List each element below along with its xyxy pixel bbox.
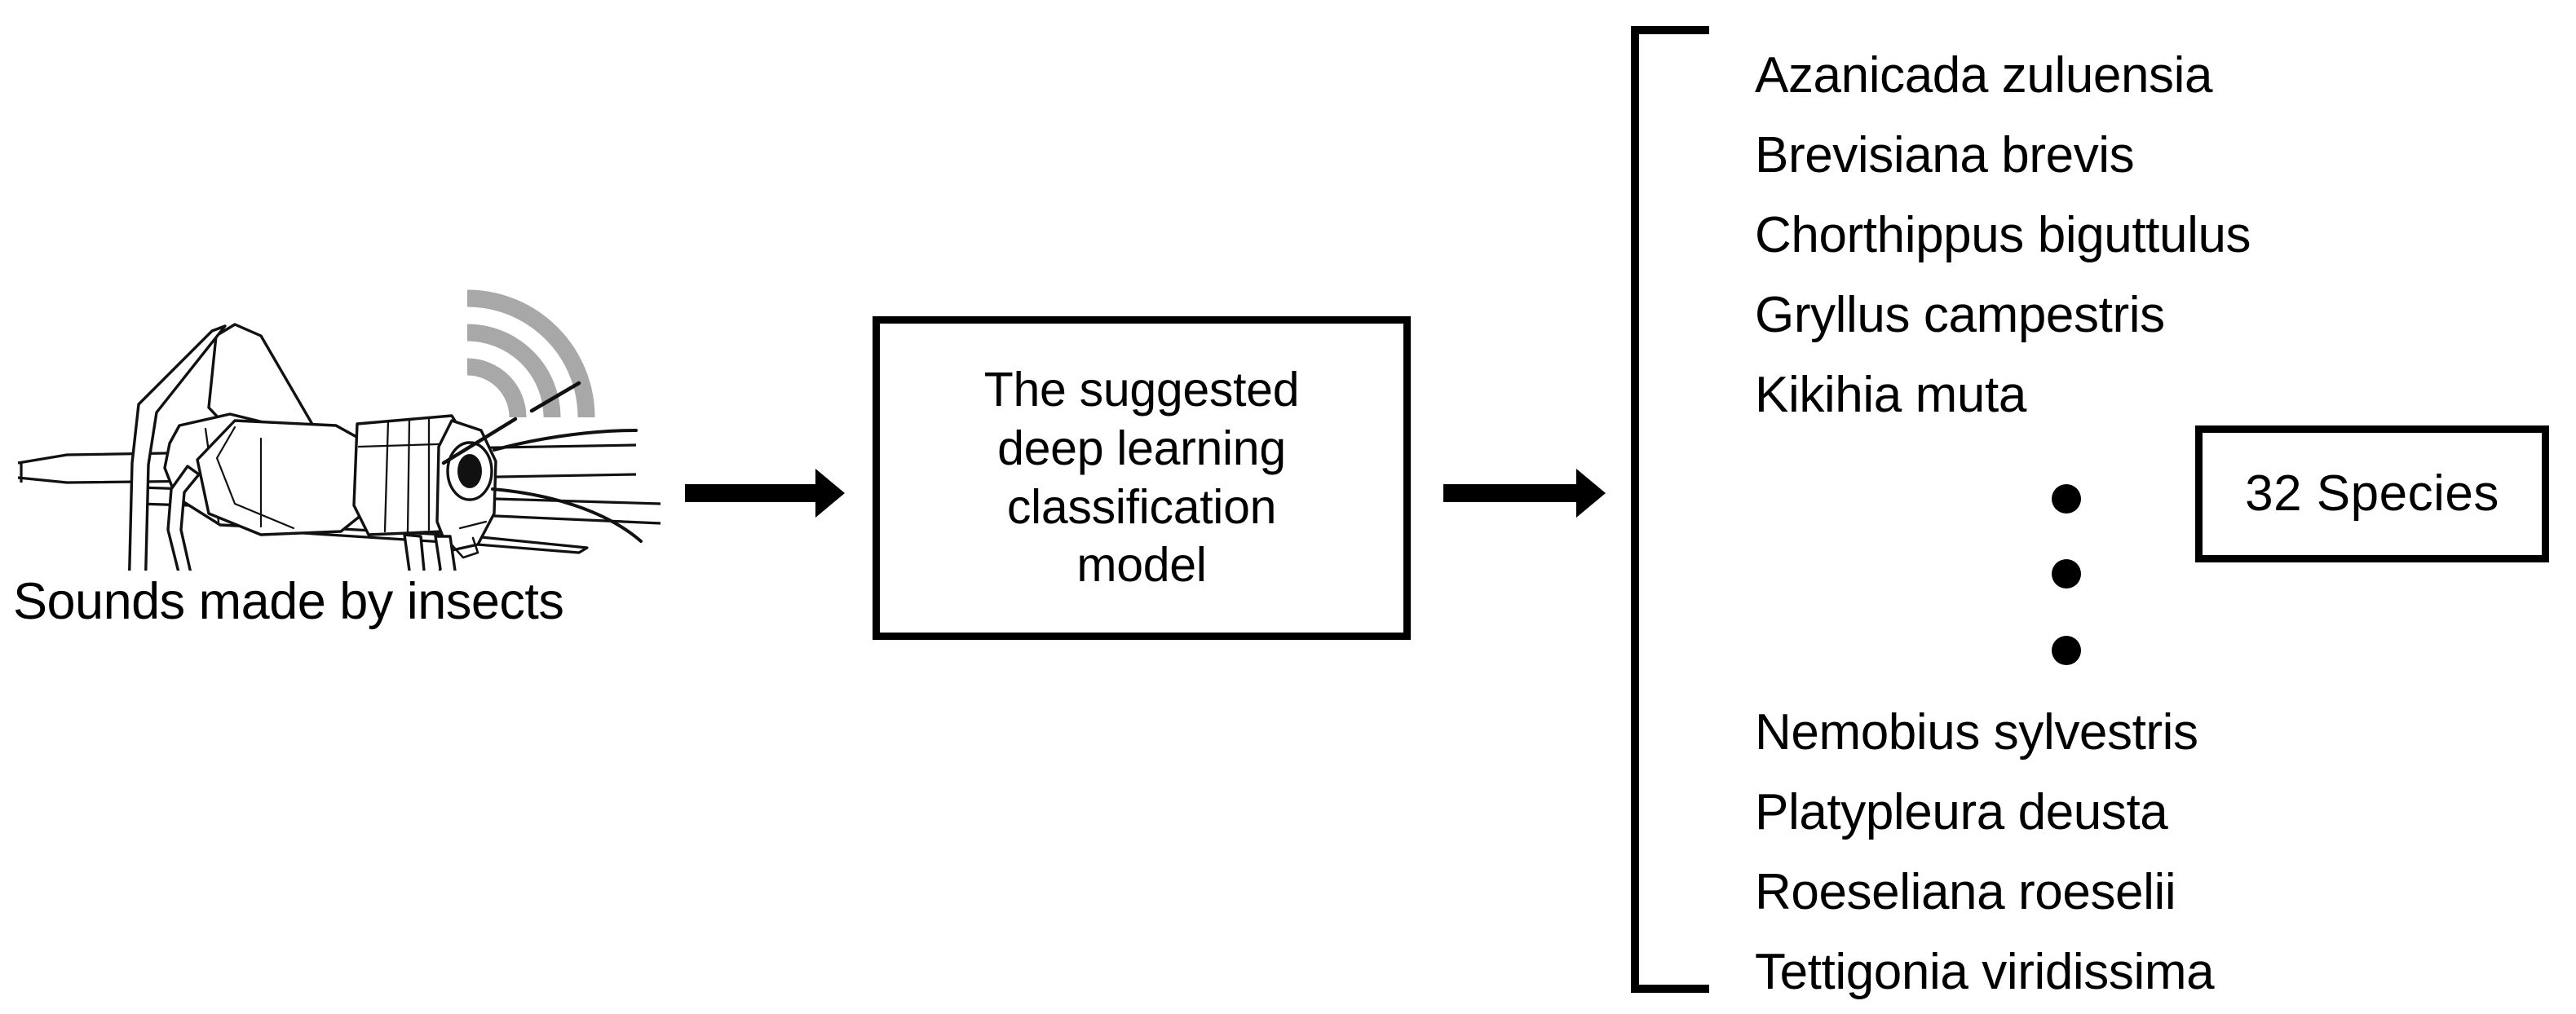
arrow-shaft xyxy=(685,484,820,502)
ellipsis-dot xyxy=(2052,484,2081,514)
cricket-antennae xyxy=(491,429,643,543)
arrow-shaft xyxy=(1443,484,1580,502)
species-item: Brevisiana brevis xyxy=(1755,127,2135,183)
stridulation-line xyxy=(441,381,581,465)
model-box-line: classification xyxy=(1006,479,1277,534)
arrow-model-to-output xyxy=(1443,469,1606,518)
species-count-label: 32 Species xyxy=(2245,465,2499,522)
species-item: Nemobius sylvestris xyxy=(1755,704,2198,760)
arrow-input-to-model xyxy=(685,469,845,518)
vertical-ellipsis xyxy=(2052,484,2089,672)
species-item: Azanicada zuluensia xyxy=(1755,47,2213,104)
species-item: Chorthippus biguttulus xyxy=(1755,207,2251,263)
cricket-eye xyxy=(446,441,493,501)
model-box-line: deep learning xyxy=(997,421,1286,475)
species-list-top: Azanicada zuluensia Brevisiana brevis Ch… xyxy=(1755,36,2489,435)
bracket-arm-top xyxy=(1631,26,1709,34)
ellipsis-dot xyxy=(2052,636,2081,665)
species-item: Kikihia muta xyxy=(1755,367,2026,423)
bracket-arm-bottom xyxy=(1631,985,1709,993)
ellipsis-dot xyxy=(2052,559,2081,589)
model-box-line: model xyxy=(1076,538,1207,593)
arrow-head xyxy=(1576,469,1606,518)
species-item: Platypleura deusta xyxy=(1755,784,2168,840)
species-item: Roeseliana roeselii xyxy=(1755,864,2176,920)
input-caption: Sounds made by insects xyxy=(13,573,564,630)
output-bracket xyxy=(1631,26,1709,993)
soundwave-arcs xyxy=(466,289,595,418)
grasshopper-illustration xyxy=(17,289,661,571)
model-box-line: The suggested xyxy=(983,362,1300,417)
species-list-bottom: Nemobius sylvestris Platypleura deusta R… xyxy=(1755,693,2489,1012)
species-item: Gryllus campestris xyxy=(1755,287,2165,343)
arrow-head xyxy=(815,469,845,518)
species-count-badge: 32 Species xyxy=(2195,425,2549,562)
input-stage: Sounds made by insects xyxy=(0,245,718,668)
species-item: Tettigonia viridissima xyxy=(1755,944,2215,1000)
bracket-stem xyxy=(1631,26,1639,993)
